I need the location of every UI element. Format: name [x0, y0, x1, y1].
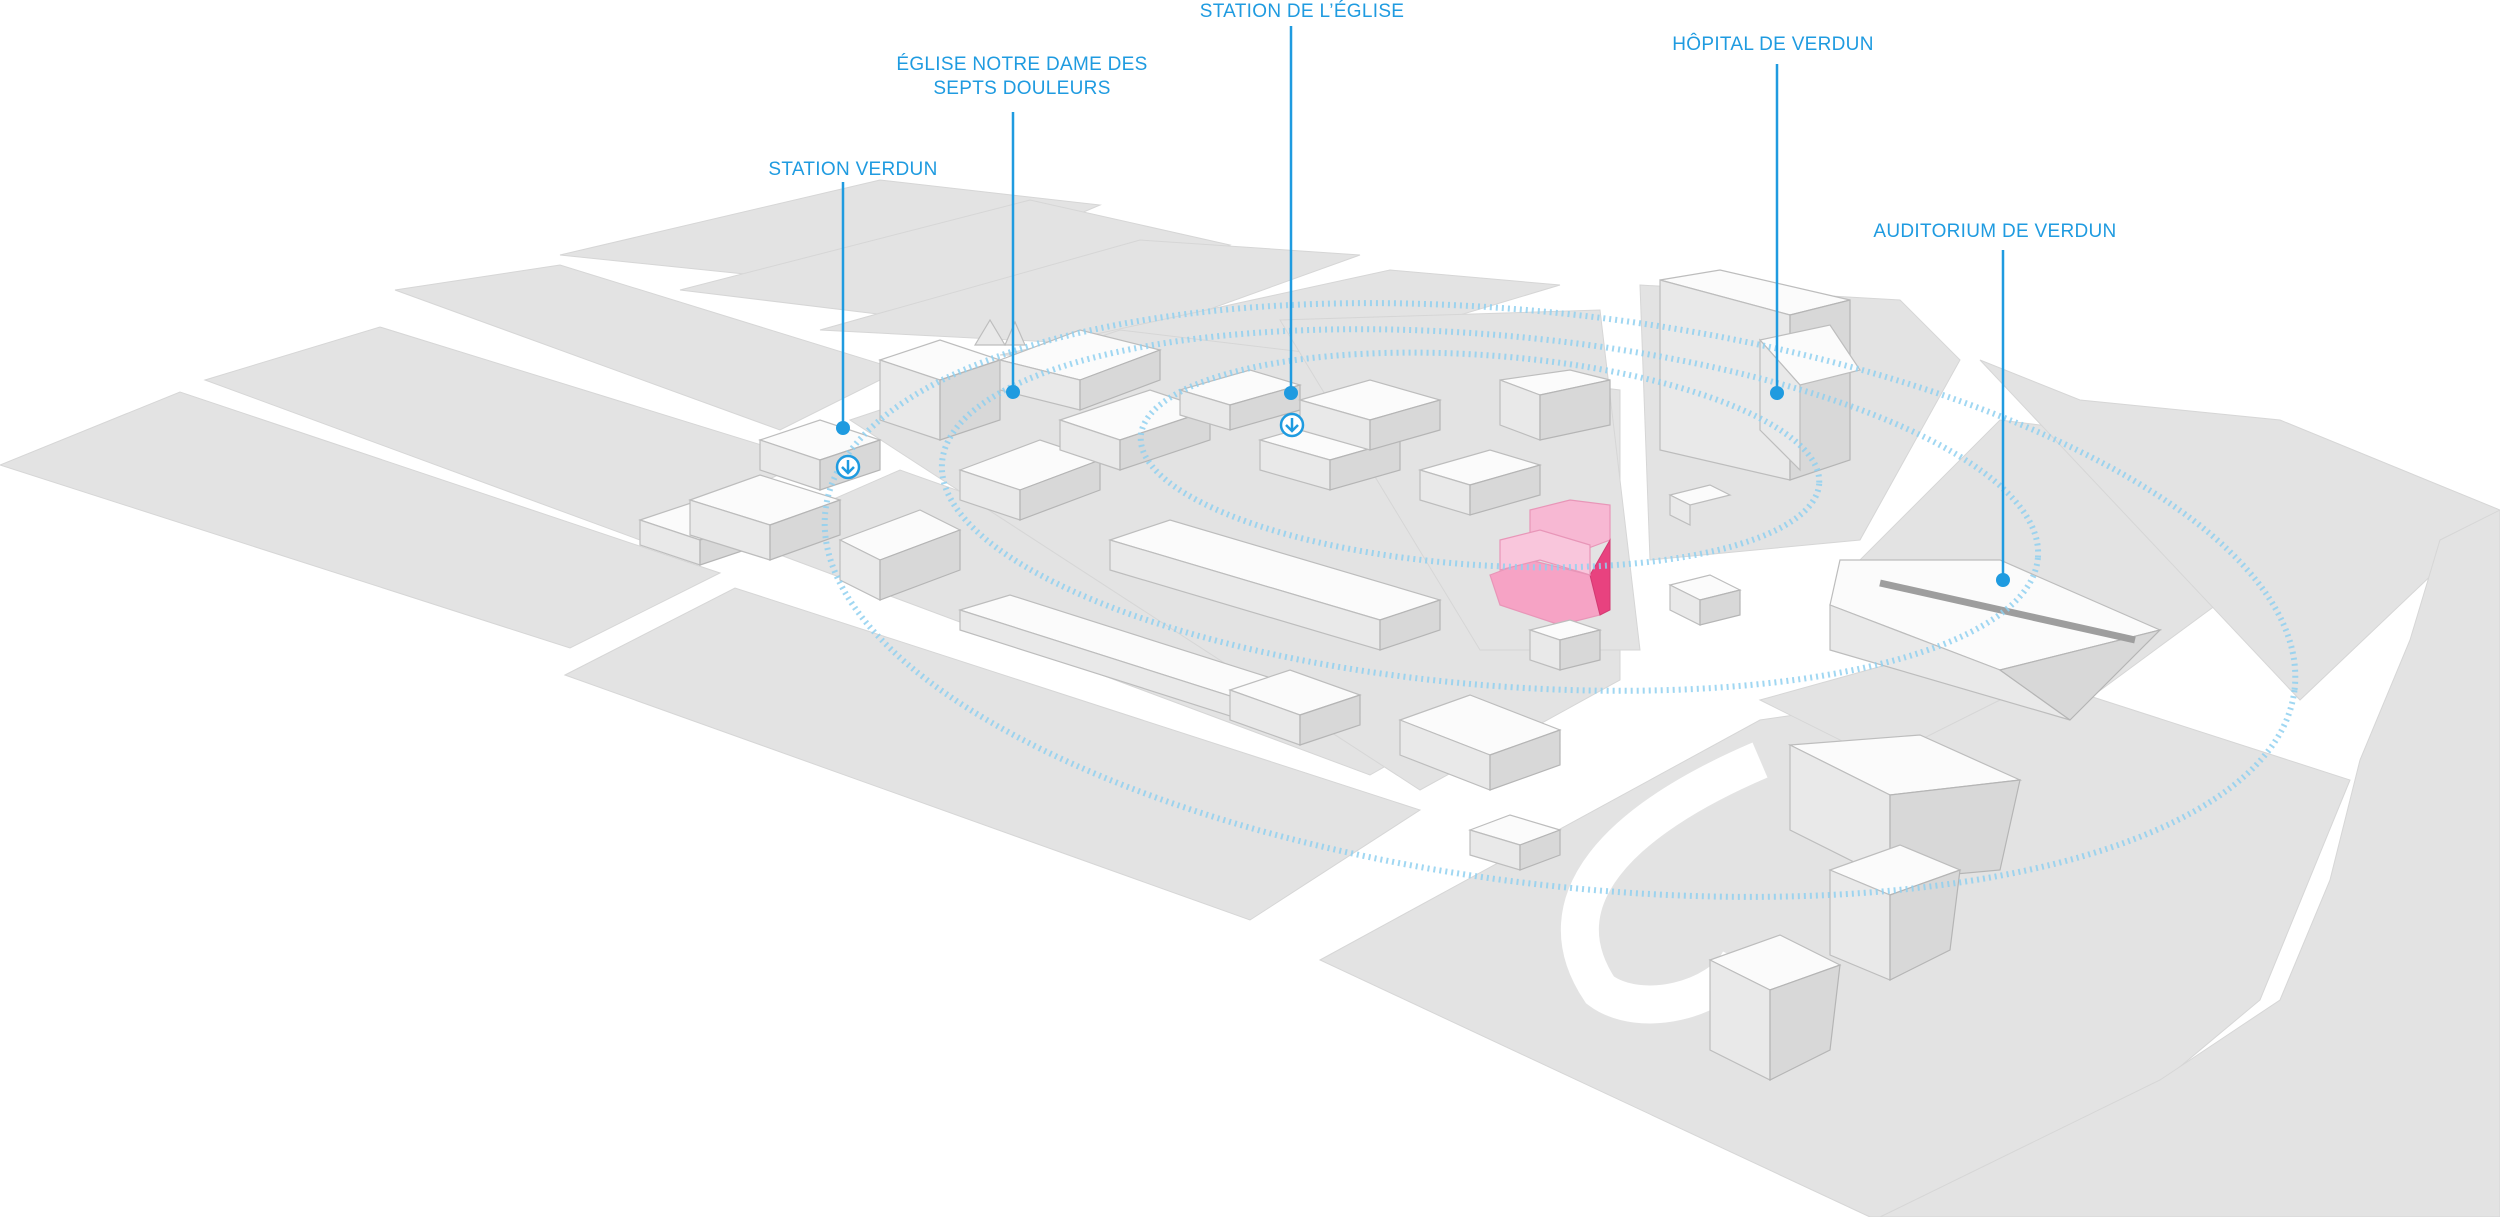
building	[879, 529, 961, 601]
callout-dot	[1006, 385, 1020, 399]
city-block	[0, 391, 722, 649]
radius-ring-middle	[938, 326, 2042, 694]
hospital-annex	[1669, 494, 1691, 526]
building	[1469, 464, 1541, 516]
building	[1699, 589, 1741, 626]
metro-station-icon	[1279, 412, 1305, 438]
building	[1519, 829, 1561, 871]
label-auditorium: AUDITORIUM DE VERDUN	[1873, 221, 2116, 242]
callouts: STATION VERDUN ÉGLISE NOTRE DAME DES SEP…	[768, 1, 2116, 587]
callout-dot	[1770, 386, 1784, 400]
riverside-ground	[1879, 509, 2500, 1217]
building	[1559, 629, 1601, 671]
building	[1379, 599, 1441, 651]
metro-station-icon	[835, 454, 861, 480]
building	[1079, 349, 1161, 411]
auditorium-roof-ridge	[1879, 579, 2136, 644]
radius-ring-inner	[1137, 349, 1823, 571]
callout-dot	[1996, 573, 2010, 587]
callout-dot	[1284, 386, 1298, 400]
church-spire	[1004, 320, 1026, 346]
label-station-verdun: STATION VERDUN	[768, 159, 937, 180]
hospital-wing	[1759, 338, 1801, 472]
city-block	[563, 587, 1422, 921]
church-building	[939, 359, 1001, 441]
building	[769, 499, 841, 561]
building	[1119, 409, 1211, 471]
auditorium-face	[1998, 628, 2162, 721]
label-eglise-line2: SEPTS DOULEURS	[933, 78, 1110, 99]
tower	[1889, 869, 1961, 981]
label-eglise-line1: ÉGLISE NOTRE DAME DES	[896, 54, 1147, 75]
project-site-face	[1589, 538, 1611, 616]
project-site-block	[1499, 529, 1591, 576]
building	[1019, 459, 1101, 521]
church-spire	[973, 318, 1007, 346]
callout-dot	[836, 421, 850, 435]
city-block	[1979, 359, 2500, 701]
building	[1539, 379, 1611, 441]
label-station-eglise: STATION DE L’ÉGLISE	[1200, 1, 1405, 22]
curved-road	[1561, 742, 1768, 1024]
building	[1299, 694, 1361, 746]
label-hopital: HÔPITAL DE VERDUN	[1672, 33, 1873, 55]
tower	[1769, 964, 1841, 1081]
building	[1369, 399, 1441, 451]
radius-ring-outer	[821, 300, 2299, 900]
building	[1489, 729, 1561, 791]
walking-radius-rings	[821, 300, 2299, 900]
